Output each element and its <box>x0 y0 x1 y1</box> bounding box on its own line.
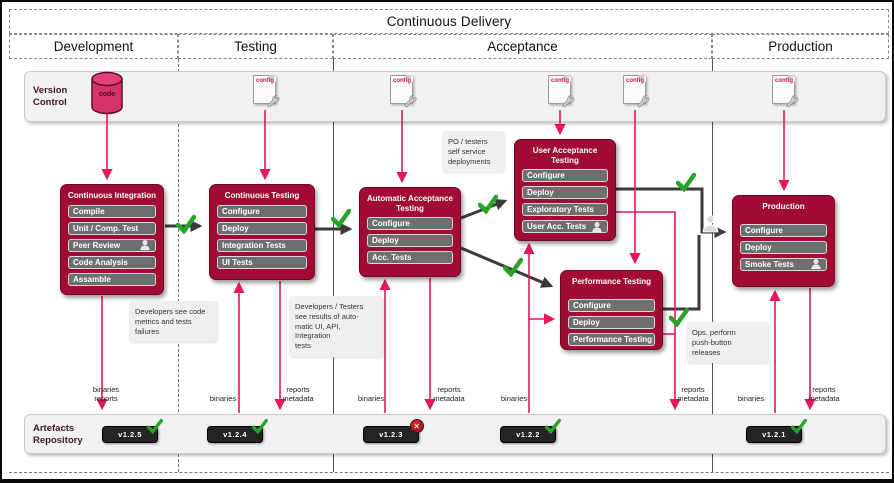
config-file-icon: config <box>252 75 280 108</box>
step-deploy: Deploy <box>367 234 453 248</box>
step-ui-tests: UI Tests <box>217 255 307 269</box>
person-icon <box>140 240 150 251</box>
success-check-icon <box>669 307 689 327</box>
stage-continuous-testing: Continuous Testing Configure Deploy Inte… <box>209 184 315 280</box>
success-check-icon <box>176 214 196 234</box>
flow-uat-to-repo <box>615 211 681 411</box>
label-binaries: binaries <box>357 394 385 403</box>
success-check-icon <box>503 257 523 277</box>
lane-divider <box>178 59 179 472</box>
label-binaries-reports: binaries reports <box>92 385 120 404</box>
wrench-icon <box>267 95 280 108</box>
person-icon <box>702 214 719 233</box>
column-header-testing: Testing <box>178 34 333 59</box>
stage-user-acceptance-testing: User Acceptance Testing Configure Deploy… <box>514 139 616 241</box>
stage-continuous-integration: Continuous Integration Compile Unit / Co… <box>60 184 164 295</box>
success-check-icon <box>544 418 561 435</box>
label-binaries: binaries <box>737 394 765 403</box>
success-check-icon <box>790 418 807 435</box>
step-code-analysis: Code Analysis <box>68 255 156 269</box>
lane-divider <box>712 59 713 472</box>
label-reports-metadata: reports metadata <box>282 385 314 404</box>
step-user-acc-tests: User Acc. Tests <box>522 220 608 234</box>
diagram-title-band: Continuous Delivery <box>9 9 889 34</box>
artefact-version-badge: v1.2.3 ✕ <box>363 419 424 443</box>
step-configure: Configure <box>740 223 827 237</box>
version-control-band: Version Control <box>24 71 886 122</box>
lane-divider <box>333 59 334 472</box>
step-exploratory-tests: Exploratory Tests <box>522 203 608 217</box>
step-deploy: Deploy <box>217 221 307 235</box>
column-header-acceptance: Acceptance <box>333 34 712 59</box>
diagram-title: Continuous Delivery <box>386 14 512 29</box>
arrow-pt-to-prod-merge <box>663 235 701 311</box>
wrench-icon <box>562 95 575 108</box>
version-control-label: Version Control <box>33 85 68 109</box>
success-check-icon <box>146 418 163 435</box>
column-header-development: Development <box>9 34 178 59</box>
column-header-production: Production <box>712 34 889 59</box>
note-po-self-service: PO / testers self service deployments <box>442 131 504 173</box>
wrench-icon <box>637 95 650 108</box>
artefacts-repository-band: Artefacts Repository <box>24 414 886 454</box>
step-unit-comp-test: Unit / Comp. Test <box>68 221 156 235</box>
step-deploy: Deploy <box>740 240 827 254</box>
step-compile: Compile <box>68 204 156 218</box>
note-dev-results: Developers / Testers see results of auto… <box>289 296 383 357</box>
step-configure: Configure <box>522 169 608 183</box>
config-file-icon: config <box>547 75 575 108</box>
artefact-version-badge: v1.2.5 <box>102 418 163 443</box>
person-icon <box>592 221 602 232</box>
step-configure: Configure <box>217 204 307 218</box>
artefact-version-badge: v1.2.1 <box>746 418 807 443</box>
person-icon <box>811 259 821 270</box>
step-deploy: Deploy <box>568 315 655 329</box>
label-binaries: binaries <box>209 394 237 403</box>
artefact-version-badge: v1.2.2 <box>500 418 561 443</box>
step-deploy: Deploy <box>522 186 608 200</box>
success-check-icon <box>331 208 351 228</box>
success-check-icon <box>478 194 498 214</box>
wrench-icon <box>786 95 799 108</box>
success-check-icon <box>251 418 268 435</box>
wrench-icon <box>404 95 417 108</box>
step-peer-review: Peer Review <box>68 238 156 252</box>
label-reports-metadata: reports metadata <box>677 385 709 404</box>
code-repository-icon: code <box>91 71 123 115</box>
failure-x-icon: ✕ <box>410 419 424 433</box>
bottom-border-line <box>9 472 889 473</box>
step-smoke-tests: Smoke Tests <box>740 257 827 271</box>
artefacts-repository-label: Artefacts Repository <box>33 423 83 447</box>
config-file-icon: config <box>771 75 799 108</box>
step-performance-testing: Performance Testing <box>568 332 655 346</box>
step-integration-tests: Integration Tests <box>217 238 307 252</box>
stage-production: Production Configure Deploy Smoke Tests <box>732 195 835 287</box>
success-check-icon <box>676 172 696 192</box>
label-reports-metadata: reports metadata <box>808 385 840 404</box>
step-configure: Configure <box>568 298 655 312</box>
note-ops-releases: Ops. perform push-button releases <box>686 322 768 364</box>
label-reports-metadata: reports metadata <box>433 385 465 404</box>
config-file-icon: config <box>389 75 417 108</box>
stage-performance-testing: Performance Testing Configure Deploy Per… <box>560 270 663 350</box>
svg-text:code: code <box>99 91 115 98</box>
stage-automatic-acceptance-testing: Automatic Acceptance Testing Configure D… <box>359 187 461 277</box>
step-configure: Configure <box>367 217 453 231</box>
label-binaries: binaries <box>500 394 528 403</box>
step-acc-tests: Acc. Tests <box>367 251 453 265</box>
step-assamble: Assamble <box>68 272 156 286</box>
artefact-version-badge: v1.2.4 <box>207 418 268 443</box>
config-file-icon: config <box>622 75 650 108</box>
note-dev-metrics: Developers see code metrics and tests fa… <box>129 301 217 343</box>
